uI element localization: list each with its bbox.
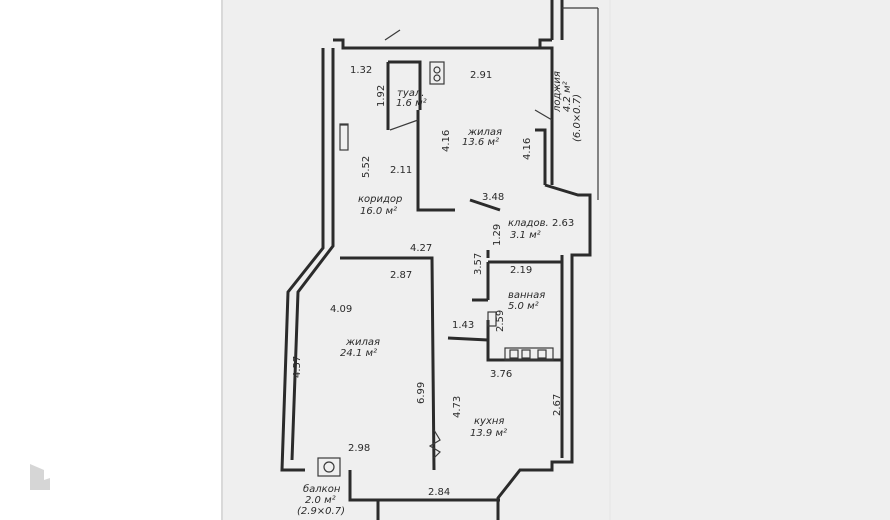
watermark-brand: REALTCITY.BY: [56, 474, 128, 487]
watermark: НЕДВИЖИМОСТЬ REALTCITY.BY: [30, 463, 128, 490]
walls: [280, 0, 599, 520]
living-top-name: жилая: [467, 127, 502, 138]
storage-name: кладов.: [508, 218, 549, 229]
living-big-name: жилая: [345, 337, 380, 348]
bathroom-name: ванная: [508, 290, 545, 301]
toilet-area: 1.6 м²: [396, 98, 427, 109]
dim-2-91: 2.91: [470, 70, 492, 81]
living-big-area: 24.1 м²: [340, 348, 377, 359]
dim-1-32: 1.32: [350, 65, 372, 76]
watermark-tagline: НЕДВИЖИМОСТЬ: [56, 463, 120, 471]
toilet-name: туал.: [397, 88, 424, 99]
dim-4-16-b: 4.16: [522, 138, 533, 160]
watermark-logo-icon: [30, 464, 50, 490]
balcony-size: (2.9×0.7): [297, 506, 345, 517]
kitchen-name: кухня: [474, 416, 504, 427]
dim-2-87: 2.87: [390, 270, 412, 281]
dim-4-16-a: 4.16: [441, 130, 452, 152]
dim-2-11: 2.11: [390, 165, 412, 176]
dim-4-09: 4.09: [330, 304, 352, 315]
dim-2-67: 2.67: [552, 394, 563, 416]
dim-3-57: 3.57: [473, 253, 484, 275]
dim-5-52: 5.52: [361, 156, 372, 178]
dim-6-99: 6.99: [416, 382, 427, 404]
dim-2-98: 2.98: [348, 443, 370, 454]
storage-area: 3.1 м²: [510, 230, 541, 241]
kitchen-area: 13.9 м²: [470, 428, 507, 439]
dim-2-59: 2.59: [495, 310, 506, 332]
living-top-area: 13.6 м²: [462, 137, 499, 148]
dim-3-76: 3.76: [490, 369, 512, 380]
dim-2-19: 2.19: [510, 265, 532, 276]
bathroom-area: 5.0 м²: [508, 301, 539, 312]
interior-walls: [317, 29, 562, 477]
balcony-name: балкон: [303, 483, 341, 495]
dim-4-57: 4.57: [292, 356, 303, 378]
corridor-area: 16.0 м²: [360, 206, 397, 217]
balcony-area: 2.0 м²: [305, 495, 336, 506]
dim-1-29: 1.29: [492, 224, 503, 246]
dim-2-63: 2.63: [552, 218, 574, 229]
loggia-size: (6.0×0.7): [572, 94, 583, 142]
dim-2-84: 2.84: [428, 487, 450, 498]
loggia-name: лоджия: [552, 71, 563, 113]
dim-1-43: 1.43: [452, 320, 474, 331]
dim-1-92: 1.92: [376, 85, 387, 107]
dim-4-73: 4.73: [452, 396, 463, 418]
dim-4-27: 4.27: [410, 243, 432, 254]
corridor-name: коридор: [358, 194, 402, 205]
loggia-area: 4.2 м²: [562, 81, 573, 112]
dim-3-48: 3.48: [482, 192, 504, 203]
